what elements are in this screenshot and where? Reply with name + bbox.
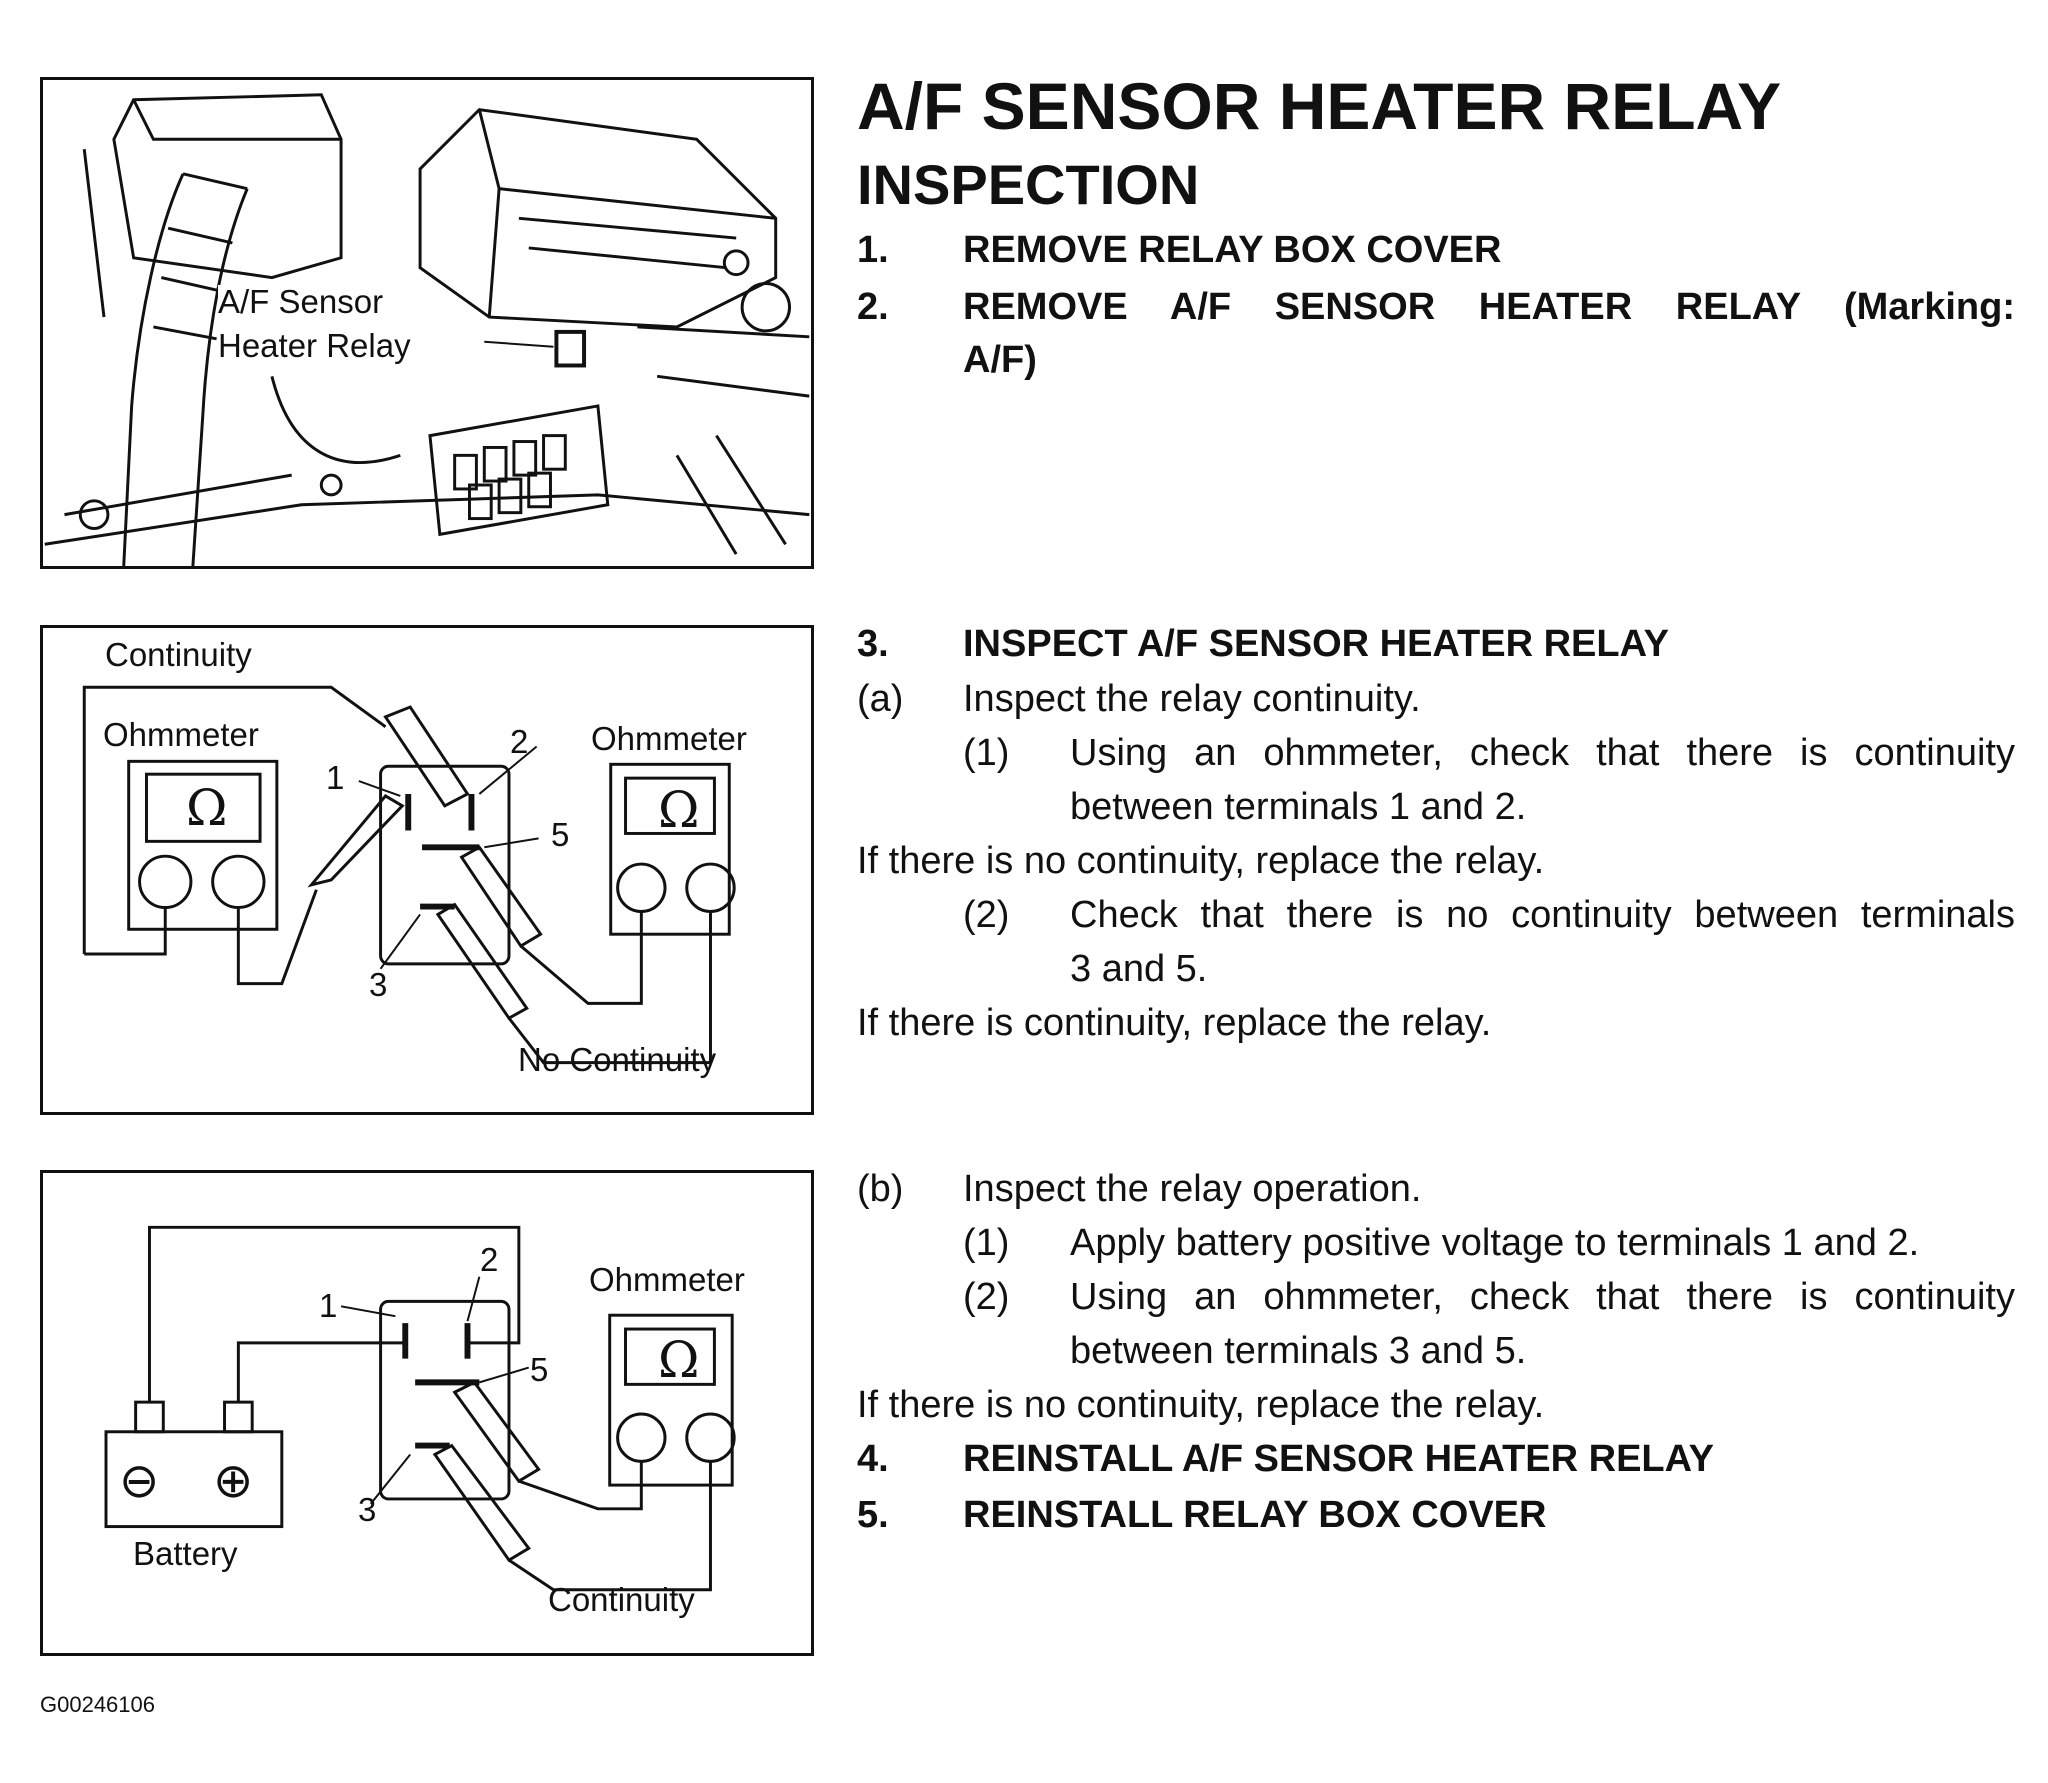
step-1-text: REMOVE RELAY BOX COVER (963, 229, 1502, 271)
step-2-number: 2. (857, 286, 889, 328)
substep-b2-mark: (2) (963, 1276, 1010, 1318)
relay-location-label-line1: A/F Sensor (218, 283, 384, 320)
ohmmeter-label: Ohmmeter (589, 1261, 745, 1298)
relay-location-label-line2: Heater Relay (218, 327, 411, 364)
page-subtitle: INSPECTION (857, 153, 1200, 216)
substep-b1-mark: (1) (963, 1222, 1010, 1264)
terminal-5-label: 5 (530, 1351, 549, 1388)
terminal-1-label: 1 (326, 759, 345, 796)
substep-b-text: Inspect the relay operation. (963, 1168, 1422, 1210)
substep-a2-line2: 3 and 5. (1070, 948, 1208, 990)
ohm-symbol: Ω (658, 1331, 700, 1389)
step-3-text: INSPECT A/F SENSOR HEATER RELAY (963, 623, 1669, 665)
substep-b1-text: Apply battery positive voltage to termin… (1070, 1222, 1920, 1264)
ohmmeter-right-label: Ohmmeter (591, 720, 747, 757)
substep-b2-line2: between terminals 3 and 5. (1070, 1330, 1527, 1372)
step-3-number: 3. (857, 623, 889, 665)
ohm-symbol-right: Ω (658, 781, 700, 839)
step-5-number: 5. (857, 1494, 889, 1536)
battery-minus-icon: ⊖ (119, 1453, 160, 1509)
terminal-2-label: 2 (510, 723, 529, 760)
substep-a1-line2: between terminals 1 and 2. (1070, 786, 1527, 828)
terminal-3-label: 3 (358, 1491, 377, 1528)
no-continuity-label: No Continuity (518, 1041, 717, 1078)
terminal-3-label: 3 (369, 966, 388, 1003)
step-4-text: REINSTALL A/F SENSOR HEATER RELAY (963, 1438, 1714, 1480)
continuity-check-diagram (82, 685, 736, 1065)
battery-plus-icon: ⊕ (213, 1453, 254, 1509)
engine-bay-drawing (44, 93, 810, 566)
substep-a1-mark: (1) (963, 732, 1010, 774)
terminal-5-label: 5 (551, 816, 570, 853)
step-5-text: REINSTALL RELAY BOX COVER (963, 1494, 1547, 1536)
substep-b-note: If there is no continuity, replace the r… (857, 1384, 1545, 1426)
continuity-label: Continuity (548, 1581, 695, 1618)
figure-code: G00246106 (40, 1692, 155, 1717)
terminal-2-label: 2 (480, 1241, 499, 1278)
substep-a1-note: If there is no continuity, replace the r… (857, 840, 1545, 882)
substep-a2-mark: (2) (963, 894, 1010, 936)
operation-check-diagram (104, 1225, 736, 1592)
battery-label: Battery (133, 1535, 238, 1572)
substep-a-mark: (a) (857, 678, 904, 720)
substep-b2-line1: Using an ohmmeter, check that there is c… (1070, 1276, 2015, 1318)
substep-a2-line1: Check that there is no continuity betwee… (1070, 894, 2015, 936)
step-4-number: 4. (857, 1438, 889, 1480)
step-2-text-line1: REMOVE A/F SENSOR HEATER RELAY (Marking: (963, 286, 2015, 328)
substep-a2-note: If there is continuity, replace the rela… (857, 1002, 1492, 1044)
continuity-label: Continuity (105, 636, 252, 673)
substep-b-mark: (b) (857, 1168, 904, 1210)
substep-a-text: Inspect the relay continuity. (963, 678, 1421, 720)
substep-a1-line1: Using an ohmmeter, check that there is c… (1070, 732, 2015, 774)
terminal-1-label: 1 (319, 1287, 338, 1324)
operation-check-figure: Ohmmeter Ω ⊖ ⊕ Battery 1 2 5 3 Continuit… (40, 1170, 814, 1656)
engine-bay-figure: A/F Sensor Heater Relay (40, 77, 814, 569)
step-1-number: 1. (857, 229, 889, 271)
ohm-symbol-left: Ω (186, 779, 228, 837)
page-title: A/F SENSOR HEATER RELAY (857, 69, 1782, 143)
continuity-check-figure: Continuity Ohmmeter Ohmmeter Ω Ω 1 2 5 3… (40, 625, 814, 1115)
step-2-text-line2: A/F) (963, 339, 1037, 381)
ohmmeter-left-label: Ohmmeter (103, 716, 259, 753)
